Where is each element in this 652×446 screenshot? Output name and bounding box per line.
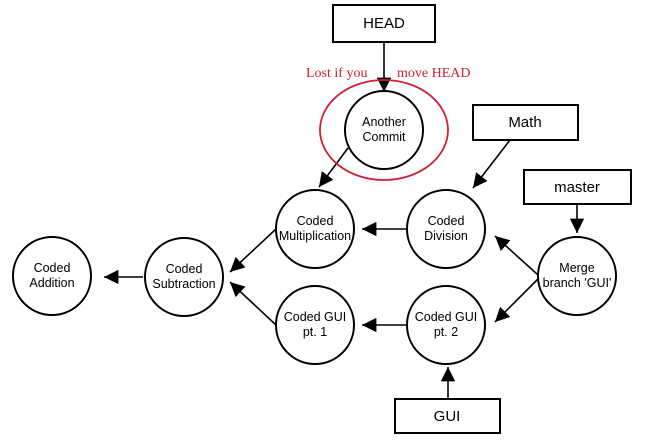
edge-math-to-division bbox=[472, 139, 511, 189]
commit-another-commit[interactable]: Another Commit bbox=[344, 90, 424, 170]
commit-coded-multiplication-line2: Multiplication bbox=[279, 229, 351, 243]
commit-coded-multiplication[interactable]: Coded Multiplication bbox=[275, 189, 355, 269]
commit-merge-branch-gui[interactable]: Merge branch 'GUI' bbox=[537, 236, 617, 316]
commit-coded-gui-pt2[interactable]: Coded GUI pt. 2 bbox=[406, 285, 486, 365]
commit-coded-addition[interactable]: Coded Addition bbox=[12, 236, 92, 316]
lost-warning: Lost if you move HEAD bbox=[306, 66, 471, 181]
commit-coded-multiplication-line1: Coded bbox=[297, 214, 334, 228]
commit-coded-gui-pt1[interactable]: Coded GUI pt. 1 bbox=[275, 285, 355, 365]
warning-text-left: Lost if you bbox=[306, 66, 367, 81]
ref-gui[interactable]: GUI bbox=[394, 398, 501, 434]
commit-coded-subtraction-line2: Subtraction bbox=[152, 277, 215, 291]
commit-coded-gui-pt2-line2: pt. 2 bbox=[434, 325, 458, 339]
commit-coded-division-line2: Division bbox=[424, 229, 468, 243]
commit-coded-subtraction-line1: Coded bbox=[166, 262, 203, 276]
commit-coded-division[interactable]: Coded Division bbox=[406, 189, 486, 269]
commit-coded-subtraction[interactable]: Coded Subtraction bbox=[144, 237, 224, 317]
commit-merge-branch-gui-line2: branch 'GUI' bbox=[543, 276, 612, 290]
ref-math-label: Math bbox=[508, 114, 541, 131]
ref-head[interactable]: HEAD bbox=[332, 4, 436, 43]
edge-merge-to-division bbox=[494, 235, 539, 276]
ref-master[interactable]: master bbox=[523, 169, 632, 205]
ref-math[interactable]: Math bbox=[472, 104, 579, 141]
edges bbox=[104, 42, 585, 399]
commit-coded-division-line1: Coded bbox=[428, 214, 465, 228]
commit-coded-gui-pt1-line1: Coded GUI bbox=[284, 310, 347, 324]
commit-coded-addition-line1: Coded bbox=[34, 261, 71, 275]
commit-coded-addition-line2: Addition bbox=[29, 276, 74, 290]
ref-gui-label: GUI bbox=[434, 408, 461, 425]
edge-gui-pt1-to-subtraction bbox=[229, 281, 277, 326]
commit-coded-gui-pt2-line1: Coded GUI bbox=[415, 310, 478, 324]
warning-ring bbox=[319, 79, 449, 181]
edge-merge-to-gui-pt2 bbox=[494, 278, 539, 323]
commit-another-commit-line2: Commit bbox=[362, 130, 406, 144]
commit-coded-gui-pt1-line2: pt. 1 bbox=[303, 325, 327, 339]
ref-master-label: master bbox=[554, 179, 600, 196]
commit-another-commit-line1: Another bbox=[362, 115, 406, 129]
edge-another-commit-to-multiplication bbox=[318, 147, 349, 188]
ref-head-label: HEAD bbox=[363, 15, 405, 32]
warning-text-right: move HEAD bbox=[397, 66, 471, 81]
commit-merge-branch-gui-line1: Merge bbox=[559, 261, 594, 275]
edge-multiplication-to-subtraction bbox=[229, 228, 277, 273]
